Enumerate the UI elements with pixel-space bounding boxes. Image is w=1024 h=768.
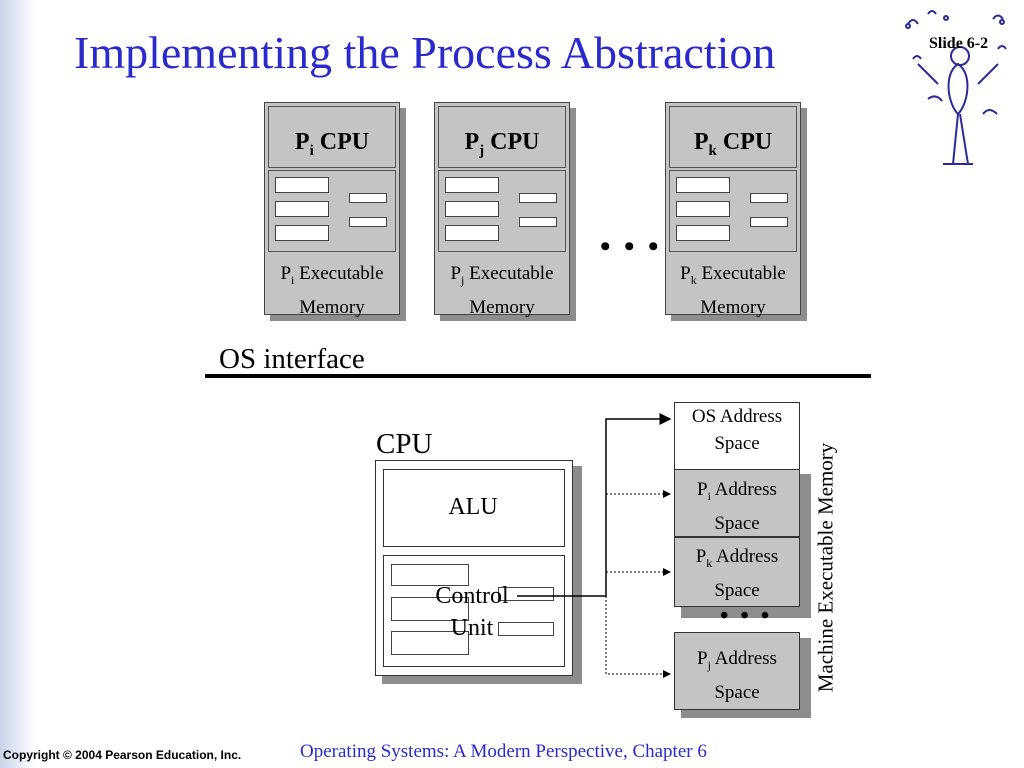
process-registers (669, 170, 797, 252)
cpu-label: CPU (376, 428, 433, 460)
alu-label: ALU (448, 494, 498, 520)
register-box (445, 225, 499, 241)
alu-box (383, 469, 565, 547)
register-box (349, 217, 387, 227)
cu-register-box (391, 631, 469, 655)
process-registers (268, 170, 396, 252)
register-box (349, 193, 387, 203)
register-box (275, 177, 329, 193)
cu-register-box (391, 597, 469, 621)
register-box (275, 225, 329, 241)
os-interface-label: OS interface (219, 343, 365, 375)
register-box (519, 193, 557, 203)
process-cpu-label: Pk CPU (693, 129, 773, 159)
copyright-text: Copyright © 2004 Pearson Education, Inc. (3, 748, 242, 762)
process-cpu-label: Pj CPU (464, 129, 540, 159)
register-box (676, 225, 730, 241)
control-unit-to-os-arrow (517, 413, 672, 597)
register-box (676, 201, 730, 217)
process-cpu-label: Pi CPU (294, 129, 370, 159)
process-registers (438, 170, 566, 252)
process-cpu-header: Pj CPU (438, 106, 566, 168)
register-box (445, 201, 499, 217)
os-interface-divider (205, 374, 871, 378)
process-cpu-header: Pi CPU (268, 106, 396, 168)
slide-sidebar-gradient (0, 0, 36, 768)
process-cpu-header: Pk CPU (669, 106, 797, 168)
slide-number-label: Slide 6-2 (929, 35, 989, 52)
dotted-arrow-pk (605, 568, 671, 596)
register-box (445, 177, 499, 193)
dotted-arrow-pj (605, 596, 671, 678)
slide-title: Implementing the Process Abstraction (74, 27, 776, 78)
cu-register-box (498, 622, 554, 636)
register-box (750, 193, 788, 203)
register-box (750, 217, 788, 227)
register-box (676, 177, 730, 193)
more-memory-ellipsis: • • • (720, 603, 773, 629)
more-processes-ellipsis: • • • (600, 230, 662, 263)
footer-course-text: Operating Systems: A Modern Perspective,… (300, 741, 707, 762)
cu-register-box (498, 587, 554, 601)
register-box (275, 201, 329, 217)
cu-register-box (391, 564, 469, 586)
register-box (519, 217, 557, 227)
music-conductor-logo-icon (905, 10, 1007, 165)
